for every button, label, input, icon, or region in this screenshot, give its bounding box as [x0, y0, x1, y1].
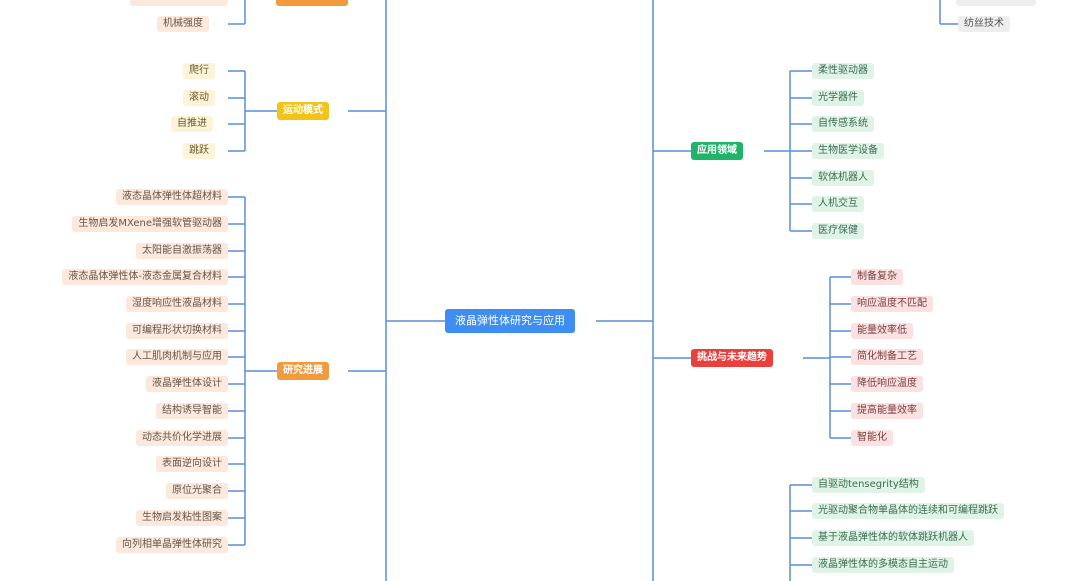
leaf-research-11[interactable]: 表面逆向设计	[156, 456, 228, 472]
leaf-research-12[interactable]: 原位光聚合	[166, 483, 228, 499]
leaf-application-2[interactable]: 光学器件	[812, 90, 864, 106]
leaf-research-4[interactable]: 液态晶体弹性体-液态金属复合材料	[62, 269, 228, 285]
branch-partial-top-left[interactable]	[276, 0, 348, 6]
leaf-research-1[interactable]: 液态晶体弹性体超材料	[116, 189, 228, 205]
leaf-challenge-5[interactable]: 降低响应温度	[851, 376, 923, 392]
leaf-research-5[interactable]: 湿度响应性液晶材料	[126, 296, 228, 312]
leaf-application-4[interactable]: 生物医学设备	[812, 143, 884, 159]
leaf-research-14[interactable]: 向列相单晶弹性体研究	[116, 537, 228, 553]
leaf-motion-2[interactable]: 滚动	[183, 90, 215, 106]
leaf-research-13[interactable]: 生物启发粘性图案	[136, 510, 228, 526]
leaf-challenge-1[interactable]: 制备复杂	[851, 269, 903, 285]
leaf-bottom-right-4[interactable]: 液晶弹性体的多模态自主运动	[812, 557, 954, 573]
leaf-partial-top-left[interactable]	[130, 0, 228, 6]
leaf-research-8[interactable]: 液晶弹性体设计	[146, 376, 228, 392]
leaf-application-5[interactable]: 软体机器人	[812, 170, 874, 186]
branch-motion-mode[interactable]: 运动模式	[277, 102, 329, 120]
leaf-mechanical-strength[interactable]: 机械强度	[157, 16, 209, 32]
leaf-motion-4[interactable]: 跳跃	[183, 143, 215, 159]
leaf-motion-3[interactable]: 自推进	[171, 116, 213, 132]
leaf-challenge-2[interactable]: 响应温度不匹配	[851, 296, 933, 312]
leaf-partial-top-right[interactable]	[956, 0, 1036, 6]
leaf-research-7[interactable]: 人工肌肉机制与应用	[126, 349, 228, 365]
leaf-research-3[interactable]: 太阳能自激振荡器	[136, 243, 228, 259]
leaf-application-6[interactable]: 人机交互	[812, 196, 864, 212]
leaf-research-10[interactable]: 动态共价化学进展	[136, 430, 228, 446]
leaf-bottom-right-3[interactable]: 基于液晶弹性体的软体跳跃机器人	[812, 530, 974, 546]
leaf-bottom-right-1[interactable]: 自驱动tensegrity结构	[812, 477, 925, 493]
leaf-bottom-right-2[interactable]: 光驱动聚合物单晶体的连续和可编程跳跃	[812, 503, 1004, 519]
leaf-application-7[interactable]: 医疗保健	[812, 223, 864, 239]
leaf-challenge-6[interactable]: 提高能量效率	[851, 403, 923, 419]
leaf-application-1[interactable]: 柔性驱动器	[812, 63, 874, 79]
branch-research-progress[interactable]: 研究进展	[277, 362, 329, 380]
branch-challenges[interactable]: 挑战与未来趋势	[691, 349, 773, 367]
leaf-research-6[interactable]: 可编程形状切换材料	[126, 323, 228, 339]
leaf-challenge-4[interactable]: 简化制备工艺	[851, 349, 923, 365]
leaf-research-2[interactable]: 生物启发MXene增强软管驱动器	[72, 216, 228, 232]
leaf-application-3[interactable]: 自传感系统	[812, 116, 874, 132]
leaf-challenge-7[interactable]: 智能化	[851, 430, 893, 446]
leaf-motion-1[interactable]: 爬行	[183, 63, 215, 79]
root-node[interactable]: 液晶弹性体研究与应用	[445, 309, 575, 333]
leaf-spinning-tech[interactable]: 纺丝技术	[958, 16, 1010, 32]
leaf-challenge-3[interactable]: 能量效率低	[851, 323, 913, 339]
branch-applications[interactable]: 应用领域	[691, 142, 743, 160]
leaf-research-9[interactable]: 结构诱导智能	[156, 403, 228, 419]
